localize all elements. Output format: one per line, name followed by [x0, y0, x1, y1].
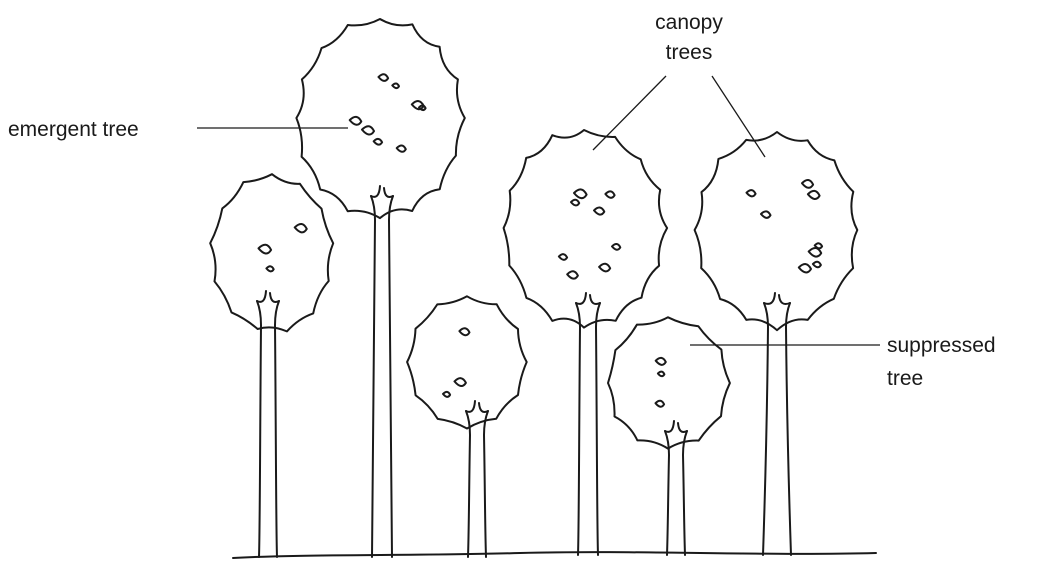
crown-gap-mark: [442, 390, 452, 398]
tree-fork: [465, 400, 489, 413]
suppressed-tree-label-line2: tree: [887, 367, 923, 390]
emergent-tree-label: emergent tree: [8, 118, 139, 141]
canopy-trees-label-line2: trees: [666, 41, 713, 64]
crown-gap-mark: [570, 198, 581, 207]
crown-gap-mark: [453, 377, 467, 387]
crown-gap-mark: [573, 188, 588, 200]
tree-fork: [370, 185, 394, 198]
tree-fork: [664, 420, 688, 433]
crown-gap-mark: [293, 222, 308, 234]
crown-gap-mark: [598, 262, 612, 273]
tree-crown: [295, 18, 466, 220]
crown-gap-mark: [656, 370, 666, 378]
tree-trunk: [664, 430, 688, 556]
canopy-leader-line-right: [711, 75, 766, 158]
tree-trunk: [256, 300, 280, 558]
crown-gap-mark: [654, 356, 667, 366]
tree-crown: [502, 129, 669, 329]
ground-group: [232, 551, 877, 559]
crown-gap-mark: [348, 115, 363, 126]
crown-gap-mark: [566, 270, 579, 280]
tree-suppressed-mid: [406, 295, 528, 558]
crown-gap-mark: [806, 189, 821, 200]
tree-fork: [763, 292, 791, 305]
crown-gap-mark: [760, 210, 772, 219]
tree-trunk: [575, 302, 601, 556]
crown-gap-mark: [391, 82, 400, 90]
crown-gap-mark: [811, 260, 822, 269]
tree-crown: [406, 295, 528, 430]
suppressed-tree-label-line1: suppressed: [887, 334, 996, 357]
crown-gap-mark: [418, 104, 427, 112]
crown-gap-mark: [372, 137, 384, 146]
tree-trunk: [465, 410, 489, 558]
ground-line: [232, 551, 877, 559]
tree-fork: [575, 292, 601, 305]
tree-fork: [256, 290, 280, 303]
tree-trunk: [762, 302, 792, 556]
leader-lines: [197, 75, 880, 346]
tree-trunk: [370, 195, 394, 558]
tree-crown: [209, 173, 335, 333]
crown-gap-mark: [797, 263, 812, 274]
crown-gap-mark: [395, 144, 407, 153]
crown-gap-mark: [257, 243, 273, 255]
crown-gap-mark: [654, 399, 666, 408]
crown-gap-mark: [377, 73, 390, 82]
crown-gap-mark: [593, 206, 606, 216]
crown-gap-mark: [557, 253, 569, 261]
tree-suppressed-right: [607, 316, 731, 556]
tree-canopy-right: [693, 131, 859, 556]
crown-gap-mark: [611, 243, 622, 251]
trees-group: [209, 18, 859, 558]
crown-gap-mark: [604, 190, 616, 199]
tree-crown: [693, 131, 859, 332]
labels-group: emergent tree canopy trees suppressed tr…: [8, 11, 996, 390]
crown-gap-mark: [361, 125, 375, 136]
crown-gap-mark: [745, 189, 757, 198]
canopy-leader-line-left: [592, 75, 667, 151]
crown-gap-mark: [807, 247, 823, 258]
crown-gap-mark: [801, 179, 815, 189]
crown-gap-mark: [813, 242, 824, 250]
tree-small-left: [209, 173, 335, 558]
tree-canopy-left: [502, 129, 669, 556]
crown-gap-mark: [458, 327, 471, 337]
canopy-trees-label-line1: canopy: [655, 11, 723, 34]
crown-gap-mark: [265, 265, 275, 273]
tree-emergent: [295, 18, 466, 558]
tree-crown: [607, 316, 731, 450]
